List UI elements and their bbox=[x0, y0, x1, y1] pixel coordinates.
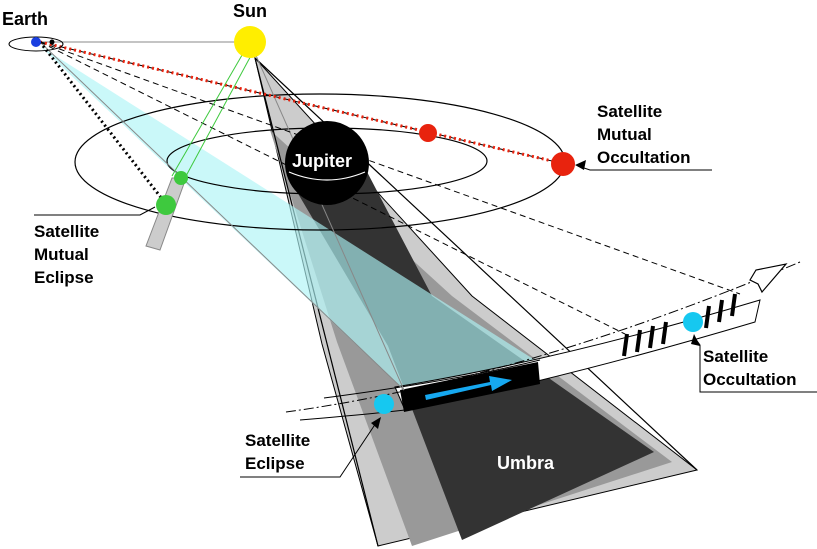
label-earth: Earth bbox=[2, 9, 48, 29]
earth bbox=[31, 37, 41, 47]
earth-sight-dashed-1 bbox=[39, 41, 626, 335]
label-jupiter: Jupiter bbox=[292, 151, 352, 171]
label-mutual-eclipse-1: Satellite bbox=[34, 222, 99, 241]
label-mutual-occultation-1: Satellite bbox=[597, 102, 662, 121]
green-ray-2 bbox=[185, 49, 255, 177]
track-arrowhead bbox=[749, 263, 788, 294]
satellite-red-large bbox=[551, 152, 575, 176]
sun-jupiter-line bbox=[249, 41, 405, 391]
earth-sight-line-1 bbox=[39, 41, 405, 391]
jupiter bbox=[285, 121, 369, 205]
occultation-stripes bbox=[622, 293, 737, 357]
label-umbra: Umbra bbox=[497, 453, 555, 473]
satellite-track-dashdot bbox=[285, 261, 801, 413]
callout-eclipse bbox=[240, 419, 379, 478]
label-occultation-1: Satellite bbox=[703, 347, 768, 366]
earth-view-shadow bbox=[40, 46, 538, 390]
satellite-green-upper bbox=[174, 171, 188, 185]
label-eclipse-1: Satellite bbox=[245, 431, 310, 450]
satellite-track-upper bbox=[323, 359, 541, 399]
satellite-cyan-eclipse bbox=[374, 394, 394, 414]
green-ray-1 bbox=[171, 49, 246, 177]
callout-eclipse-arrowhead bbox=[371, 417, 381, 429]
moon bbox=[49, 39, 55, 45]
satellite-red-small bbox=[419, 124, 437, 142]
jupiter-highlight bbox=[288, 171, 366, 181]
label-mutual-occultation-3: Occultation bbox=[597, 148, 691, 167]
satellite-green-lower bbox=[156, 195, 176, 215]
label-mutual-eclipse-2: Mutual bbox=[34, 245, 89, 264]
earth-eclipse-dotted-line bbox=[38, 41, 168, 205]
callout-occultation-arrowhead bbox=[691, 334, 700, 346]
label-occultation-2: Occultation bbox=[703, 370, 797, 389]
label-sun: Sun bbox=[233, 1, 267, 21]
label-mutual-occultation-2: Mutual bbox=[597, 125, 652, 144]
callout-mutual-occultation-arrowhead bbox=[575, 160, 586, 170]
motion-arrow bbox=[425, 376, 512, 400]
callout-mutual-eclipse bbox=[34, 206, 156, 216]
label-eclipse-2: Eclipse bbox=[245, 454, 305, 473]
label-mutual-eclipse-3: Eclipse bbox=[34, 268, 94, 287]
satellite-track-lower bbox=[299, 409, 406, 421]
earth-sight-dashed-2 bbox=[39, 41, 741, 295]
sun bbox=[234, 26, 266, 58]
satellite-cyan-occultation bbox=[683, 312, 703, 332]
